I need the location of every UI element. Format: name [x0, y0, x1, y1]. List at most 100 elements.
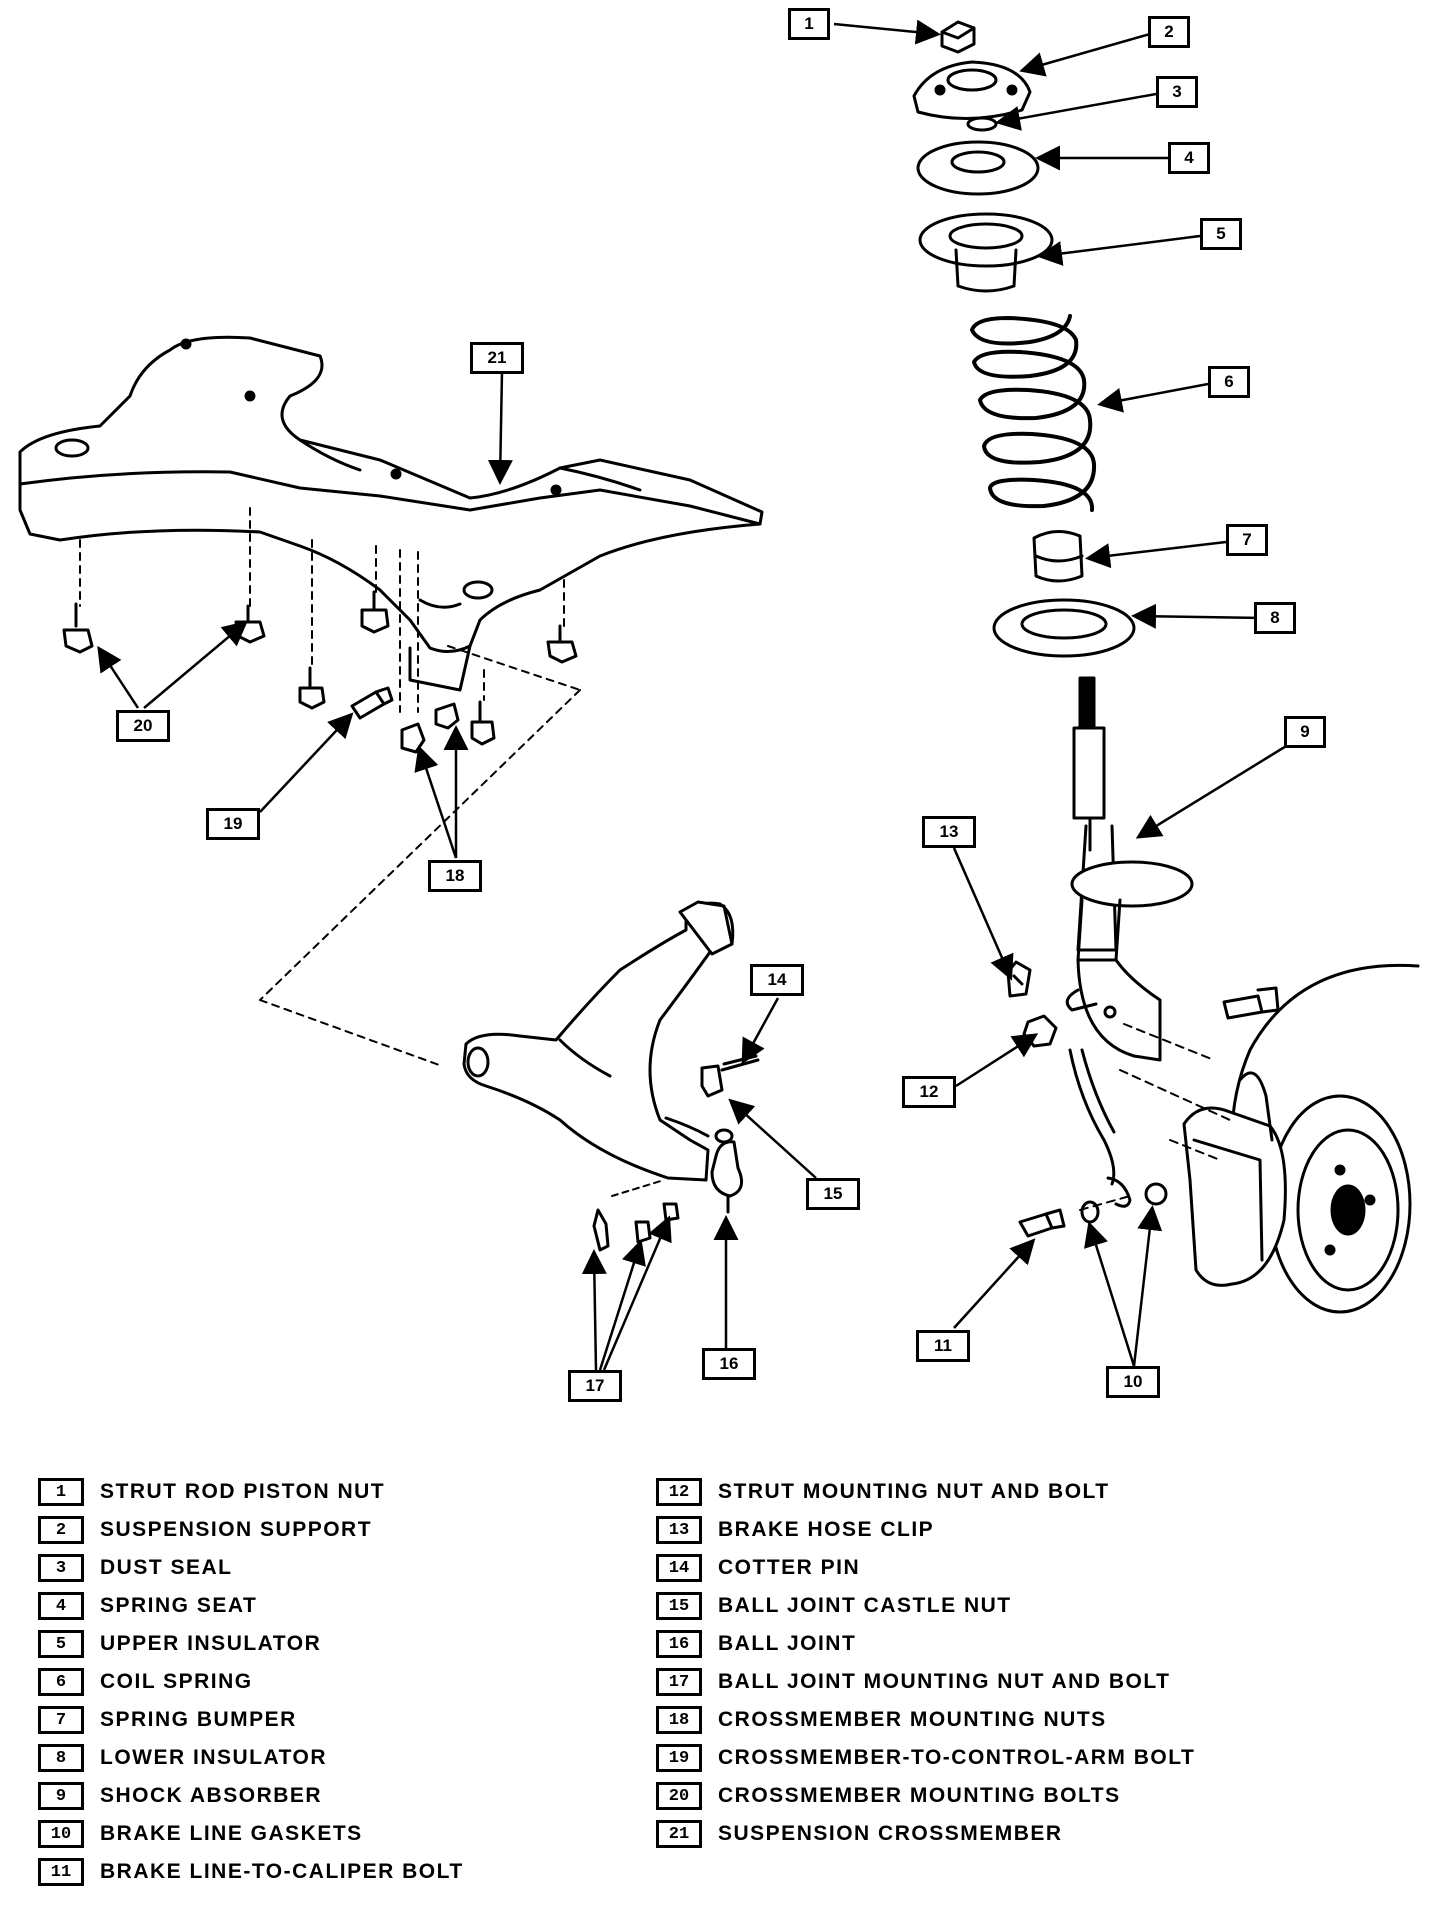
legend-number: 5	[38, 1630, 84, 1658]
crossmember-mounting-bolts	[62, 590, 578, 710]
ball-joint	[710, 1128, 744, 1214]
legend-item: 16 BALL JOINT	[656, 1627, 856, 1661]
legend-number: 11	[38, 1858, 84, 1886]
legend-number: 17	[656, 1668, 702, 1696]
legend-item: 20 CROSSMEMBER MOUNTING BOLTS	[656, 1779, 1121, 1813]
legend-item: 2 SUSPENSION SUPPORT	[38, 1513, 372, 1547]
callout-leaders	[97, 19, 1297, 1371]
legend-label: BALL JOINT CASTLE NUT	[718, 1594, 1012, 1617]
brake-line-to-caliper-bolt	[1018, 1208, 1066, 1238]
legend-number: 2	[38, 1516, 84, 1544]
legend-number: 10	[38, 1820, 84, 1848]
suspension-crossmember	[18, 335, 764, 692]
legend-number: 16	[656, 1630, 702, 1658]
strut-mounting-bolt	[1222, 986, 1280, 1020]
legend-number: 12	[656, 1478, 702, 1506]
brake-caliper	[1182, 1071, 1287, 1287]
legend-number: 9	[38, 1782, 84, 1810]
legend-number: 8	[38, 1744, 84, 1772]
upper-insulator	[918, 212, 1054, 293]
dust-seal	[966, 116, 998, 132]
legend-label: COIL SPRING	[100, 1670, 253, 1693]
legend-number: 20	[656, 1782, 702, 1810]
legend-label: LOWER INSULATOR	[100, 1746, 328, 1769]
legend-item: 13 BRAKE HOSE CLIP	[656, 1513, 934, 1547]
callout-2: 2	[1148, 16, 1190, 48]
strut-mounting-nut	[1022, 1014, 1058, 1048]
ball-joint-castle-nut	[700, 1064, 724, 1098]
callout-12: 12	[902, 1076, 956, 1108]
legend-label: STRUT MOUNTING NUT AND BOLT	[718, 1480, 1110, 1503]
lower-control-arm	[462, 900, 735, 1182]
legend-number: 1	[38, 1478, 84, 1506]
legend-label: SUSPENSION SUPPORT	[100, 1518, 373, 1541]
legend-number: 15	[656, 1592, 702, 1620]
spring-seat	[916, 140, 1040, 196]
legend-item: 10 BRAKE LINE GASKETS	[38, 1817, 363, 1851]
legend-item: 5 UPPER INSULATOR	[38, 1627, 321, 1661]
callout-15: 15	[806, 1178, 860, 1210]
cotter-pin	[720, 1054, 760, 1072]
legend-item: 3 DUST SEAL	[38, 1551, 233, 1585]
callout-17: 17	[568, 1370, 622, 1402]
spring-bumper	[1032, 530, 1084, 583]
lower-insulator	[992, 598, 1136, 658]
legend-label: UPPER INSULATOR	[100, 1632, 322, 1655]
legend-number: 3	[38, 1554, 84, 1582]
callout-5: 5	[1200, 218, 1242, 250]
legend-label: BRAKE HOSE CLIP	[718, 1518, 935, 1541]
legend-label: SPRING SEAT	[100, 1594, 258, 1617]
callout-18: 18	[428, 860, 482, 892]
legend-number: 14	[656, 1554, 702, 1582]
legend-number: 21	[656, 1820, 702, 1848]
diagram-artwork	[18, 19, 1420, 1371]
callout-9: 9	[1284, 716, 1326, 748]
crossmember-bolt-guides	[79, 507, 581, 1067]
suspension-exploded-diagram: 1 2 3 4 5 6 7 8 9 10 11 12 13 14 15 16 1…	[18, 8, 1420, 1402]
legend-label: BRAKE LINE GASKETS	[100, 1822, 363, 1845]
callout-20: 20	[116, 710, 170, 742]
legend-item: 21 SUSPENSION CROSSMEMBER	[656, 1817, 1063, 1851]
legend-item: 14 COTTER PIN	[656, 1551, 860, 1585]
legend-item: 6 COIL SPRING	[38, 1665, 253, 1699]
shock-absorber	[1065, 676, 1194, 1062]
callout-1: 1	[788, 8, 830, 40]
legend-label: BALL JOINT MOUNTING NUT AND BOLT	[718, 1670, 1171, 1693]
callout-10: 10	[1106, 1366, 1160, 1398]
strut-rod-piston-nut	[940, 20, 976, 54]
legend-item: 9 SHOCK ABSORBER	[38, 1779, 322, 1813]
legend-label: COTTER PIN	[718, 1556, 861, 1579]
legend-label: BALL JOINT	[718, 1632, 857, 1655]
legend-label: CROSSMEMBER MOUNTING BOLTS	[718, 1784, 1121, 1807]
callout-8: 8	[1254, 602, 1296, 634]
callout-3: 3	[1156, 76, 1198, 108]
legend-item: 8 LOWER INSULATOR	[38, 1741, 327, 1775]
legend-label: DUST SEAL	[100, 1556, 233, 1579]
legend-number: 7	[38, 1706, 84, 1734]
legend-item: 15 BALL JOINT CASTLE NUT	[656, 1589, 1012, 1623]
legend-number: 6	[38, 1668, 84, 1696]
legend-item: 7 SPRING BUMPER	[38, 1703, 297, 1737]
legend-label: SPRING BUMPER	[100, 1708, 297, 1731]
legend-label: SUSPENSION CROSSMEMBER	[718, 1822, 1063, 1845]
legend-number: 19	[656, 1744, 702, 1772]
assembly-dashed-guides	[1079, 1023, 1231, 1211]
callout-14: 14	[750, 964, 804, 996]
callout-16: 16	[702, 1348, 756, 1380]
legend-number: 13	[656, 1516, 702, 1544]
legend-label: SHOCK ABSORBER	[100, 1784, 323, 1807]
coil-spring	[970, 314, 1097, 512]
callout-4: 4	[1168, 142, 1210, 174]
callout-19: 19	[206, 808, 260, 840]
legend-number: 18	[656, 1706, 702, 1734]
ball-joint-mounting-bolts	[592, 1179, 680, 1252]
crossmember-mounting-nuts	[400, 700, 496, 754]
brake-hose-clip	[1006, 960, 1032, 998]
suspension-support	[912, 60, 1032, 121]
